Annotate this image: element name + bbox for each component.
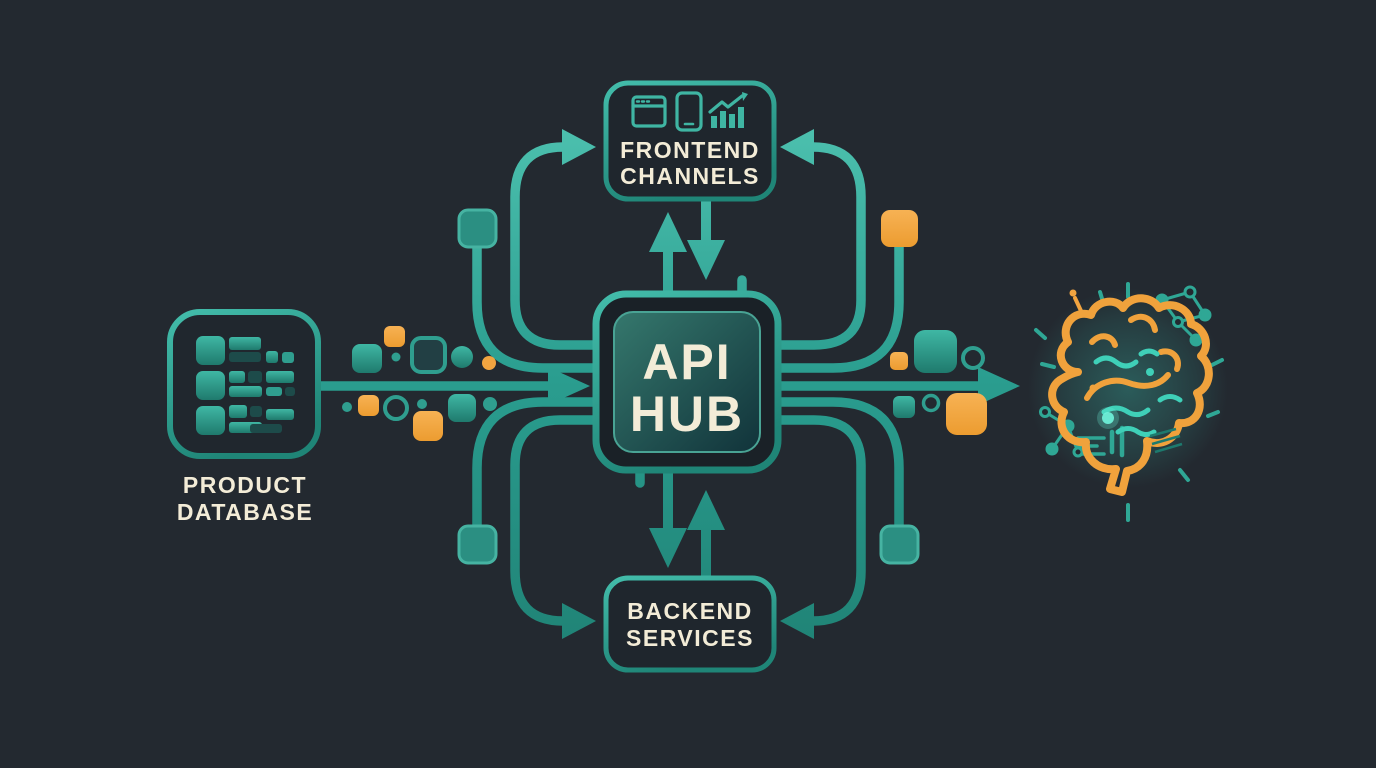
arrowhead-up-to-frontend xyxy=(649,212,687,252)
pin-square-bottom-left xyxy=(457,524,498,565)
particle-square-teal xyxy=(893,396,915,418)
trace-hub-to-frontend-right xyxy=(769,142,866,350)
growth-chart-icon xyxy=(708,92,748,128)
database-table-icon xyxy=(196,336,295,435)
pin-square-bottom-right xyxy=(879,524,920,565)
arrowhead-db-to-hub xyxy=(548,367,590,405)
pin-terminals xyxy=(457,208,920,565)
particle-ring-teal-small xyxy=(921,393,941,413)
frontend-channels-box xyxy=(603,80,777,202)
particle-dot-orange xyxy=(482,356,496,370)
arrowhead-into-backend-left xyxy=(562,603,596,639)
arrowhead-into-backend-right xyxy=(780,603,814,639)
arrowhead-into-frontend-left xyxy=(562,129,596,165)
node-product-database: PRODUCT DATABASE xyxy=(167,309,321,525)
arrowhead-into-frontend-right xyxy=(780,129,814,165)
vertical-arrowheads xyxy=(649,212,725,568)
brain-icon xyxy=(1048,294,1213,496)
ai-engine xyxy=(1028,282,1228,522)
particle-square-teal xyxy=(448,394,476,422)
smartphone-icon xyxy=(675,91,703,132)
particle-square-orange xyxy=(358,395,379,416)
backend-services-label-line1: BACKEND xyxy=(627,598,753,624)
brain-glow-dot-halo xyxy=(1097,407,1119,429)
trace-pin-top-left xyxy=(472,239,605,373)
trace-pin-bottom-right xyxy=(769,397,904,537)
particle-dot-teal xyxy=(391,352,401,362)
brain-circuits-teal xyxy=(1093,348,1183,437)
particle-square-orange xyxy=(384,326,405,347)
particle-square-orange-small xyxy=(890,352,908,370)
brain-stripes xyxy=(1149,427,1183,454)
particle-dot-teal xyxy=(417,399,427,409)
particle-ring-teal xyxy=(383,395,409,421)
brain-glow-dot xyxy=(1102,412,1114,424)
data-particles-left xyxy=(342,326,497,441)
network-cluster-bottom-left xyxy=(1039,406,1084,458)
trace-hub-to-frontend-left xyxy=(510,142,605,350)
brain-dot-orange xyxy=(1089,384,1097,392)
api-hub-label-line1: API xyxy=(642,334,731,390)
browser-window-icon xyxy=(631,95,667,128)
trace-arrowheads xyxy=(562,129,814,639)
backend-services-label-line2: SERVICES xyxy=(626,625,754,651)
product-database-label-line2: DATABASE xyxy=(177,499,313,525)
particle-square-teal xyxy=(352,344,382,373)
particle-square-orange-large xyxy=(946,393,987,435)
particle-square-orange-large xyxy=(413,411,443,441)
horizontal-arrows xyxy=(318,367,1020,405)
brain-dot xyxy=(1146,368,1154,376)
trace-hub-to-backend-right xyxy=(769,415,866,626)
arrowhead-up-to-hub xyxy=(687,490,725,530)
node-backend-services: BACKEND SERVICES xyxy=(603,575,777,673)
frontend-channels-label-line2: CHANNELS xyxy=(620,163,760,189)
particle-square-outline xyxy=(410,336,447,374)
backend-services-box xyxy=(603,575,777,673)
data-particles-right xyxy=(890,330,987,435)
product-database-label-line1: PRODUCT xyxy=(183,472,307,498)
spark-dot-orange xyxy=(1069,289,1077,297)
api-hub-inner xyxy=(613,311,761,453)
particle-circle-teal xyxy=(483,397,497,411)
particle-dot-teal xyxy=(342,402,352,412)
product-database-box xyxy=(167,309,321,459)
pin-square-top-right-orange xyxy=(881,210,918,247)
frontend-channels-label-line1: FRONTEND xyxy=(620,137,760,163)
particle-circle-teal xyxy=(451,346,473,368)
trace-hub-to-backend-left xyxy=(510,415,605,626)
node-api-hub: API HUB xyxy=(592,290,782,474)
vertical-arrows xyxy=(663,199,711,576)
trace-pin-bottom-left xyxy=(472,397,605,537)
arrowhead-hub-to-brain xyxy=(978,367,1020,405)
api-hub-label-line2: HUB xyxy=(630,386,744,442)
pin-square-top-left xyxy=(457,208,498,249)
arrowhead-down-to-backend xyxy=(649,528,687,568)
particle-square-teal-large xyxy=(914,330,957,373)
arrowhead-down-to-hub xyxy=(687,240,725,280)
particle-ring-teal xyxy=(961,346,985,370)
trace-pin-top-right xyxy=(769,239,904,373)
node-frontend-channels: FRONTEND CHANNELS xyxy=(603,80,777,202)
